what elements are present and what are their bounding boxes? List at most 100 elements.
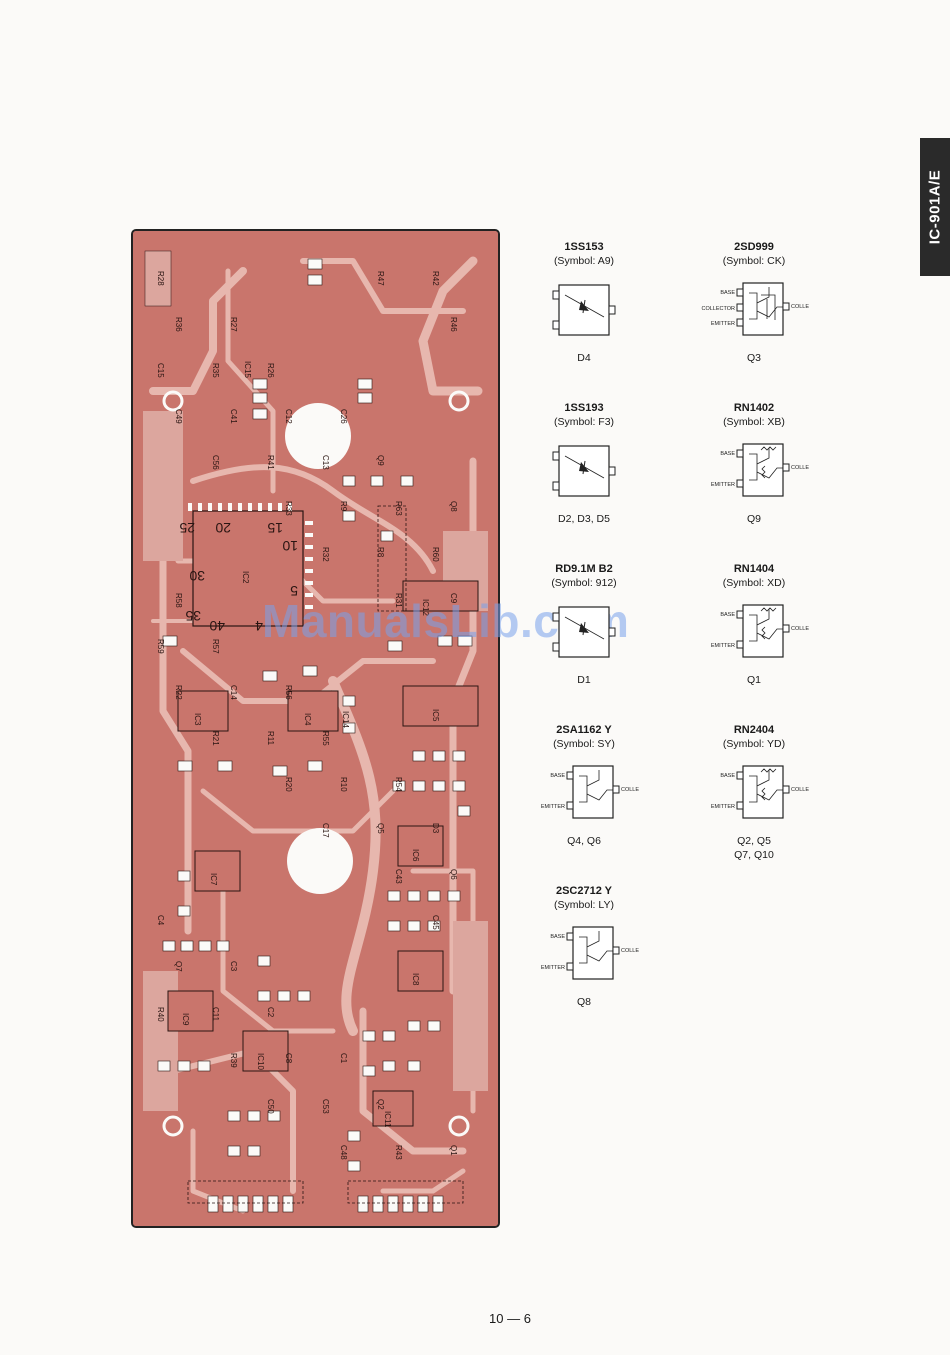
package-diagram: BASEEMITTERCOLLECTOR: [684, 758, 824, 830]
part-label: R11: [266, 731, 275, 746]
part-label: C26: [339, 409, 348, 424]
part-label: C9: [449, 593, 458, 604]
ic-label: IC5: [431, 709, 440, 722]
pin-label: COLLECTOR: [621, 948, 639, 954]
part-label: R21: [211, 731, 220, 746]
part-label: C50: [266, 1099, 275, 1114]
pin-label: BASE: [720, 773, 735, 779]
part-label: Q8: [449, 501, 458, 512]
ic-label: IC4: [303, 713, 312, 726]
part-label: Q2: [376, 1099, 385, 1110]
part-label: R59: [156, 639, 165, 654]
ic-label: IC15: [243, 361, 252, 378]
darlington-symbol: BASE COLLECTOR EMITTER COLLECTOR: [701, 282, 809, 336]
part-label: C49: [174, 409, 183, 424]
package-diagram: BASEEMITTERCOLLECTOR: [514, 919, 654, 991]
reference-designator: D2, D3, D5: [558, 513, 610, 525]
reference-designator: Q3: [746, 352, 761, 364]
pin-label: COLLECTOR: [701, 306, 735, 312]
part-label: C1: [339, 1053, 348, 1064]
marking-symbol: (Symbol: LY): [554, 899, 614, 911]
pin-label: COLLECTOR: [791, 626, 809, 632]
component-entry: 2SA1162 Y(Symbol: SY)BASEEMITTERCOLLECTO…: [514, 723, 654, 848]
pin-label: COLLECTOR: [621, 787, 639, 793]
part-label: R9: [339, 501, 348, 512]
diode-symbol: [552, 445, 616, 497]
part-label: R60: [431, 547, 440, 562]
part-label: C15: [156, 363, 165, 378]
reference-designator: D4: [577, 352, 591, 364]
ic-label: IC11: [383, 1111, 392, 1128]
package-diagram: BASEEMITTERCOLLECTOR: [684, 436, 824, 508]
reference-designator: D1: [577, 674, 591, 686]
zener-symbol: [552, 606, 616, 658]
pin-label: EMITTER: [711, 643, 735, 649]
part-label: R8: [376, 547, 385, 558]
part-label: C56: [211, 455, 220, 470]
part-label: R43: [394, 1145, 403, 1160]
part-label: R33: [284, 501, 293, 516]
pin-label: BASE: [550, 773, 565, 779]
reference-designator: Q7, Q10: [734, 849, 774, 861]
component-entry: 1SS193 (Symbol: F3) D2, D3, D5: [514, 401, 654, 526]
part-label: R56: [284, 685, 293, 700]
reference-designator: Q2, Q5: [737, 835, 771, 847]
diode-symbol: [552, 284, 616, 336]
resistor-npn-symbol: BASEEMITTERCOLLECTOR: [711, 604, 809, 658]
ic-label: IC8: [411, 973, 420, 986]
qfp-pin-number: 20: [215, 520, 231, 536]
part-label: R57: [211, 639, 220, 654]
marking-symbol: (Symbol: SY): [553, 738, 615, 750]
part-label: R31: [394, 593, 403, 608]
pin-label: EMITTER: [711, 321, 735, 327]
qfp-pin-number: 30: [189, 568, 205, 584]
component-entry: RD9.1M B2 (Symbol: 912) D1: [514, 562, 654, 687]
marking-symbol: (Symbol: 912): [551, 577, 617, 589]
part-label: C14: [229, 685, 238, 700]
component-entry: 1SS153(Symbol: A9)D4: [514, 240, 654, 365]
part-label: C17: [321, 823, 330, 838]
part-label: R26: [266, 363, 275, 378]
package-diagram: BASEEMITTERCOLLECTOR: [514, 758, 654, 830]
ic-label: IC14: [341, 711, 350, 728]
pin-label: COLLECTOR: [791, 304, 809, 310]
qfp-pin-number: 35: [185, 608, 201, 624]
part-label: C53: [321, 1099, 330, 1114]
npn-symbol: BASEEMITTERCOLLECTOR: [541, 926, 639, 980]
part-label: R46: [449, 317, 458, 332]
part-label: C3: [229, 961, 238, 972]
marking-symbol: (Symbol: F3): [553, 416, 615, 428]
part-label: R41: [266, 455, 275, 470]
component-entry: RN1404(Symbol: XD)BASEEMITTERCOLLECTORQ1: [684, 562, 824, 687]
resistor-npn-symbol: BASEEMITTERCOLLECTOR: [711, 443, 809, 497]
part-label: R10: [339, 777, 348, 792]
ic-label: IC10: [256, 1053, 265, 1070]
package-diagram: BASEEMITTERCOLLECTOR: [684, 597, 824, 669]
part-label: R54: [394, 777, 403, 792]
part-label: R32: [321, 547, 330, 562]
part-number: 2SC2712 Y: [555, 885, 613, 897]
package-diagram: [514, 275, 654, 347]
part-label: C8: [284, 1053, 293, 1064]
part-number: RD9.1M B2: [555, 563, 613, 575]
page-number: 10 — 6: [489, 1311, 531, 1326]
part-label: D3: [431, 823, 440, 834]
part-labels: R28R27R26C26Q9Q8R58R57R56R55R54D3C4C3C2C…: [156, 271, 458, 1160]
component-entry: RN1402(Symbol: XB)BASEEMITTERCOLLECTORQ9: [684, 401, 824, 526]
part-number: 1SS153: [564, 241, 604, 253]
ic-label: IC2: [241, 571, 250, 584]
part-label: C2: [266, 1007, 275, 1018]
ic-label: IC7: [209, 873, 218, 886]
package-diagram: [514, 597, 654, 669]
part-label: C13: [321, 455, 330, 470]
pin-label: BASE: [720, 290, 735, 296]
part-number: 1SS193: [564, 402, 604, 414]
model-side-tab: IC-901A/E: [920, 138, 950, 276]
part-label: C12: [284, 409, 293, 424]
qfp-pin-number: 10: [282, 538, 298, 554]
marking-symbol: (Symbol: YD): [722, 738, 786, 750]
